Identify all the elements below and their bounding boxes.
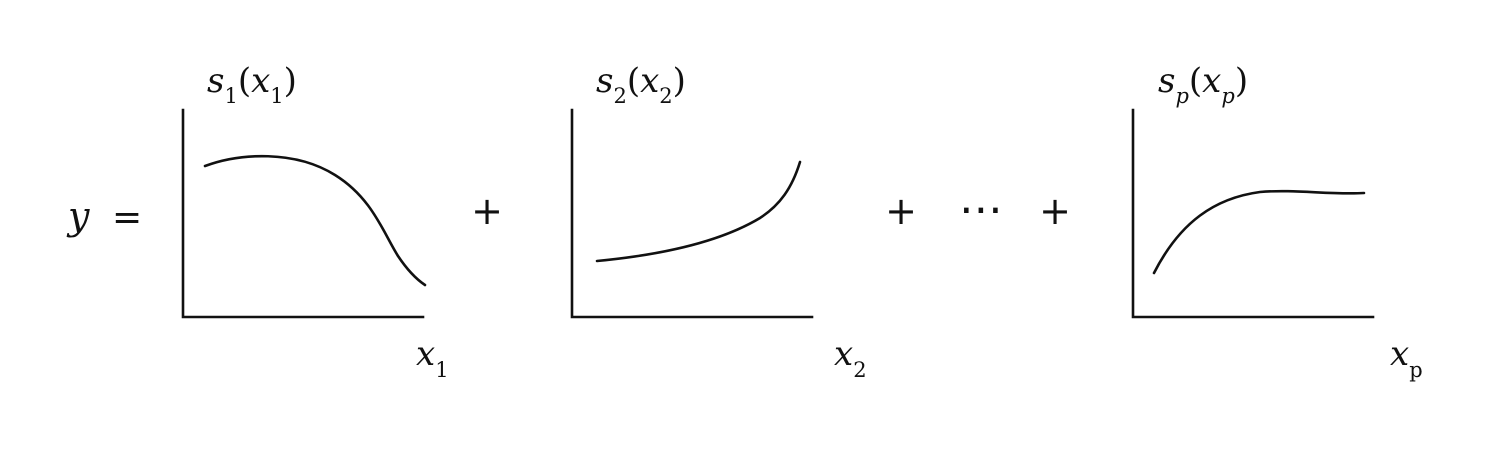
plus-sign-1: +: [471, 189, 503, 233]
panel-p-xlabel: x: [1390, 334, 1409, 374]
response-variable: y: [66, 194, 90, 238]
panel-p-func-sub: p: [1175, 84, 1188, 108]
panel-p-xlabel-sub: p: [1409, 358, 1422, 382]
panel-2-function-label: s2(x2): [596, 61, 686, 108]
panel-2-arg: x: [640, 61, 659, 101]
panel-p-arg: x: [1202, 61, 1221, 101]
panel-2: s2(x2) x2: [570, 61, 867, 382]
panel-1-xlabel: x: [416, 334, 435, 374]
panel-2-func-name: s: [596, 61, 613, 101]
panel-1-arg-sub: 1: [270, 84, 283, 108]
panel-1-func-name: s: [207, 61, 224, 101]
panel-1-xlabel-sub: 1: [435, 358, 448, 382]
panel-p-arg-sub: p: [1221, 84, 1234, 108]
panel-p-curve: [1152, 189, 1366, 275]
panel-p-axes: [1131, 108, 1375, 319]
panel-p-x-axis-label: xp: [1390, 334, 1423, 382]
panel-2-arg-sub: 2: [659, 84, 672, 108]
panel-1-x-axis-label: x1: [416, 334, 449, 382]
panel-1-curve: [203, 154, 427, 287]
panel-1-axes: [181, 108, 425, 319]
equals-sign: =: [112, 197, 142, 238]
panel-2-func-sub: 2: [613, 84, 626, 108]
panel-p-func-name: s: [1158, 61, 1175, 101]
panel-p-function-label: sp(xp): [1158, 61, 1248, 108]
panel-2-axes: [570, 108, 814, 319]
panel-1-function-label: s1(x1): [207, 61, 297, 108]
panel-p: sp(xp) xp: [1131, 61, 1423, 382]
panel-2-curve: [595, 160, 802, 263]
panel-2-xlabel: x: [834, 334, 853, 374]
panel-1-func-sub: 1: [224, 84, 237, 108]
ellipsis-sign: ⋯: [959, 184, 1003, 235]
plus-sign-2: +: [885, 189, 917, 233]
panel-2-xlabel-sub: 2: [853, 358, 866, 382]
panel-1-arg: x: [251, 61, 270, 101]
panel-2-x-axis-label: x2: [834, 334, 867, 382]
panel-1: s1(x1) x1: [181, 61, 449, 382]
plus-sign-3: +: [1039, 189, 1071, 233]
